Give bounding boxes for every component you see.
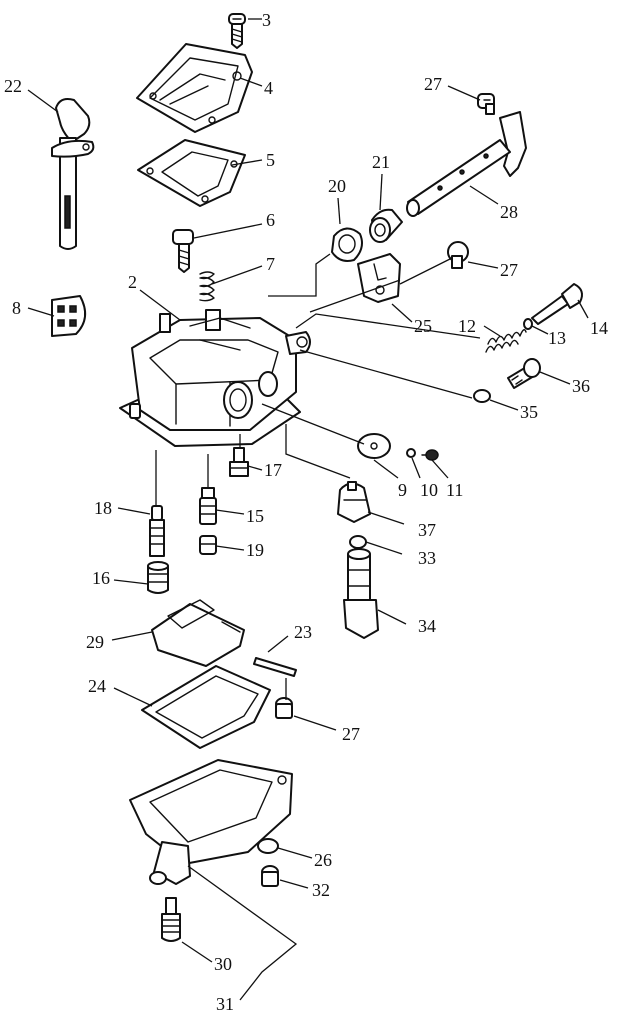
part-jet-18: [149, 505, 165, 557]
part-disc-9: [357, 433, 391, 459]
callout-16: 16: [92, 568, 110, 588]
part-plug-19: [199, 535, 217, 555]
part-oring-26: [257, 838, 279, 854]
part-float-29: [151, 599, 245, 667]
callout-13: 13: [548, 328, 566, 348]
callout-21: 21: [372, 152, 390, 172]
callout-27: 27: [424, 74, 442, 94]
part-spring-7: [199, 271, 215, 302]
callout-11: 11: [446, 480, 463, 500]
part-choke-rod: [51, 98, 95, 250]
part-screw-27c: [275, 697, 293, 719]
callout-12: 12: [458, 316, 476, 336]
callout-5: 5: [266, 150, 275, 170]
part-holder-16: [147, 561, 169, 594]
callout-7: 7: [266, 254, 275, 274]
callout-28: 28: [500, 202, 518, 222]
leader-lines: [27, 18, 589, 1001]
callout-4: 4: [264, 78, 273, 98]
part-screw-top: [228, 13, 246, 49]
part-clip-ring-20: [331, 227, 363, 262]
callout-32: 32: [312, 880, 330, 900]
callout-29: 29: [86, 632, 104, 652]
part-screw-27a: [477, 93, 495, 115]
part-screw-11: [421, 449, 439, 461]
callout-24: 24: [88, 676, 106, 696]
callout-labels: 3 4 22 5 27 21 20 28 6 7 27 2 8 25 12 13…: [4, 10, 608, 1014]
part-bushing-21: [369, 208, 403, 243]
part-needle-14: [531, 283, 583, 325]
part-small-plate: [51, 295, 87, 337]
part-pin-23: [253, 657, 297, 677]
callout-19: 19: [246, 540, 264, 560]
part-oring-33: [349, 535, 367, 549]
callout-3: 3: [262, 10, 271, 30]
callout-27: 27: [500, 260, 518, 280]
part-plug-32: [261, 865, 279, 887]
callout-35: 35: [520, 402, 538, 422]
callout-30: 30: [214, 954, 232, 974]
callout-23: 23: [294, 622, 312, 642]
part-drain-screw-30: [161, 897, 181, 942]
part-jet-17: [229, 447, 249, 477]
part-valve-cap-37: [337, 481, 371, 523]
callout-37: 37: [418, 520, 436, 540]
callout-14: 14: [590, 318, 608, 338]
part-screw-6: [172, 229, 194, 273]
part-cover-plate: [136, 43, 253, 133]
part-screw-27b: [447, 241, 469, 269]
part-screw-36: [507, 358, 541, 389]
callout-34: 34: [418, 616, 436, 636]
part-jet-15: [199, 487, 217, 525]
callout-27: 27: [342, 724, 360, 744]
callout-36: 36: [572, 376, 590, 396]
part-throttle-shaft: [406, 111, 527, 217]
part-oring-13: [523, 318, 533, 330]
callout-8: 8: [12, 298, 21, 318]
callout-25: 25: [414, 316, 432, 336]
part-washer-10: [406, 448, 416, 458]
part-gasket-upper: [137, 139, 246, 207]
callout-10: 10: [420, 480, 438, 500]
callout-15: 15: [246, 506, 264, 526]
callout-9: 9: [398, 480, 407, 500]
part-float-bowl-31: [129, 759, 293, 885]
callout-22: 22: [4, 76, 22, 96]
part-gasket-24: [141, 665, 271, 749]
part-oring-35: [473, 389, 491, 403]
part-valve-34: [343, 548, 379, 639]
callout-20: 20: [328, 176, 346, 196]
callout-17: 17: [264, 460, 282, 480]
callout-18: 18: [94, 498, 112, 518]
callout-6: 6: [266, 210, 275, 230]
callout-33: 33: [418, 548, 436, 568]
part-carburetor-body: [119, 309, 311, 447]
callout-2: 2: [128, 272, 137, 292]
callout-31: 31: [216, 994, 234, 1014]
callout-26: 26: [314, 850, 332, 870]
part-bracket-25: [357, 253, 401, 303]
part-spring-12: [485, 329, 527, 353]
